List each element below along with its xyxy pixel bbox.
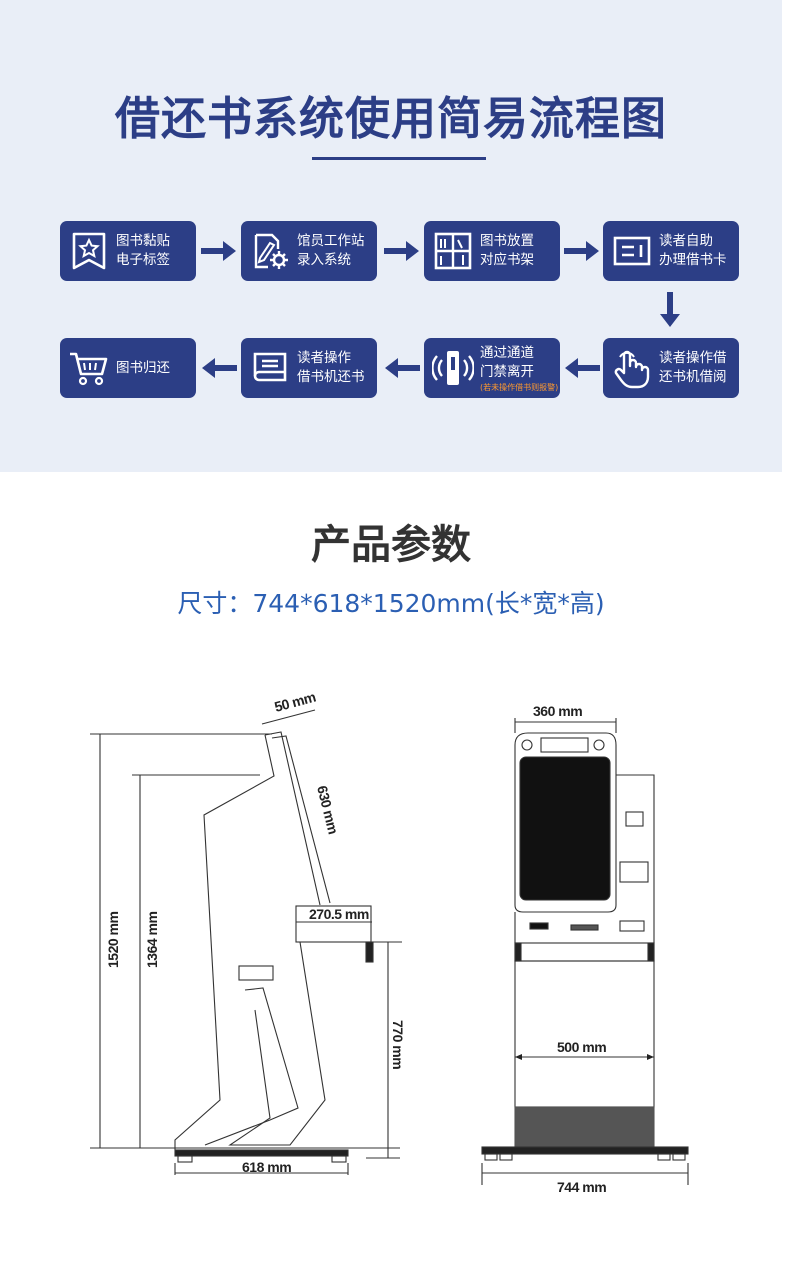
step-line2: 电子标签	[116, 252, 170, 268]
step-line1: 馆员工作站	[297, 233, 365, 249]
dim-body-width: 500 mm	[557, 1039, 606, 1055]
step-line1: 图书放置	[480, 233, 534, 249]
arrow-right-icon	[564, 241, 599, 261]
card-icon	[611, 229, 653, 273]
arrow-down-icon	[660, 292, 680, 327]
badge-icon	[68, 229, 110, 273]
front-indicator	[529, 922, 549, 930]
front-side-unit	[514, 774, 655, 943]
front-desk	[514, 942, 655, 962]
side-foot	[331, 1155, 347, 1163]
front-slot	[625, 811, 644, 827]
step-shelve-books: 图书放置对应书架	[424, 221, 560, 281]
step-exit-gate: 通过通道门禁离开 (若未操作借书则报警)	[424, 338, 560, 398]
step-line1: 通过通道	[480, 344, 534, 361]
arrow-right-icon	[201, 241, 236, 261]
dim-base-depth: 618 mm	[242, 1159, 291, 1175]
side-inner-panel	[204, 987, 299, 1146]
step-librarian-entry: 馆员工作站录入系统	[241, 221, 377, 281]
step-line2: 录入系统	[297, 252, 351, 268]
front-head	[514, 732, 617, 913]
bookshelf-icon	[432, 229, 474, 273]
dim-base-width: 744 mm	[557, 1179, 606, 1195]
step-line1: 图书归还	[116, 359, 170, 376]
arrow-left-icon	[565, 358, 600, 378]
step-return-books: 图书归还	[60, 338, 196, 398]
front-base	[481, 1146, 689, 1155]
touch-hand-icon	[611, 346, 653, 390]
front-camera-slot	[540, 737, 589, 753]
dim-height-to-top: 1364 mm	[144, 912, 160, 968]
dim-total-height: 1520 mm	[105, 912, 121, 968]
dim-line	[174, 1163, 349, 1175]
front-screen	[519, 756, 611, 901]
side-body-back	[174, 734, 275, 1150]
dim-desk-height: 770 mm	[390, 1020, 406, 1069]
front-speaker-right	[593, 739, 605, 751]
front-slot	[619, 861, 649, 883]
flow-title: 借还书系统使用简易流程图	[114, 92, 667, 145]
step-line2: 还书机借阅	[659, 369, 727, 385]
cart-icon	[68, 346, 110, 390]
side-desk	[295, 905, 372, 943]
step-machine-return: 读者操作借书机还书	[241, 338, 377, 398]
dim-head-width: 360 mm	[533, 703, 582, 719]
step-line1: 读者自助	[659, 233, 713, 249]
dim-desk-depth: 270.5 mm	[309, 906, 369, 922]
step-label-tagging: 图书黏贴电子标签	[60, 221, 196, 281]
front-cabinet	[514, 960, 655, 1108]
arrow-left-icon	[385, 358, 420, 378]
edit-gear-icon	[249, 229, 291, 273]
step-line1: 读者操作借	[659, 350, 727, 366]
step-library-card: 读者自助办理借书卡	[603, 221, 739, 281]
side-base	[174, 1149, 349, 1157]
step-line2: 对应书架	[480, 252, 534, 268]
dim-line	[514, 718, 617, 733]
step-line2: 借书机还书	[297, 369, 365, 385]
arrow-left-icon	[202, 358, 237, 378]
side-slot	[238, 965, 274, 981]
params-title: 产品参数	[311, 522, 471, 568]
screen-edge	[271, 735, 331, 904]
step-line2: 办理借书卡	[659, 252, 727, 268]
front-speaker-left	[521, 739, 533, 751]
front-lower-cabinet	[514, 1106, 655, 1148]
dim-line	[481, 1163, 689, 1185]
dim-line	[261, 709, 316, 725]
step-line2: 门禁离开	[480, 363, 534, 380]
dim-screen-length: 630 mm	[314, 784, 341, 836]
title-divider	[312, 157, 486, 160]
side-body-front-outer	[264, 731, 321, 906]
gate-icon	[432, 346, 474, 390]
step-machine-borrow: 读者操作借还书机借阅	[603, 338, 739, 398]
side-edge-mark	[365, 941, 374, 963]
size-spec: 尺寸：744*618*1520mm(长*宽*高)	[177, 589, 605, 618]
step-line1: 图书黏贴	[116, 233, 170, 249]
alarm-note: (若未操作借书则报警)	[480, 382, 559, 392]
book-icon	[249, 346, 291, 390]
side-front-panel	[228, 941, 326, 1146]
arrow-right-icon	[384, 241, 419, 261]
side-foot	[177, 1155, 193, 1163]
front-indicator	[570, 924, 599, 931]
step-line1: 读者操作	[297, 350, 351, 366]
front-slot	[619, 920, 645, 932]
